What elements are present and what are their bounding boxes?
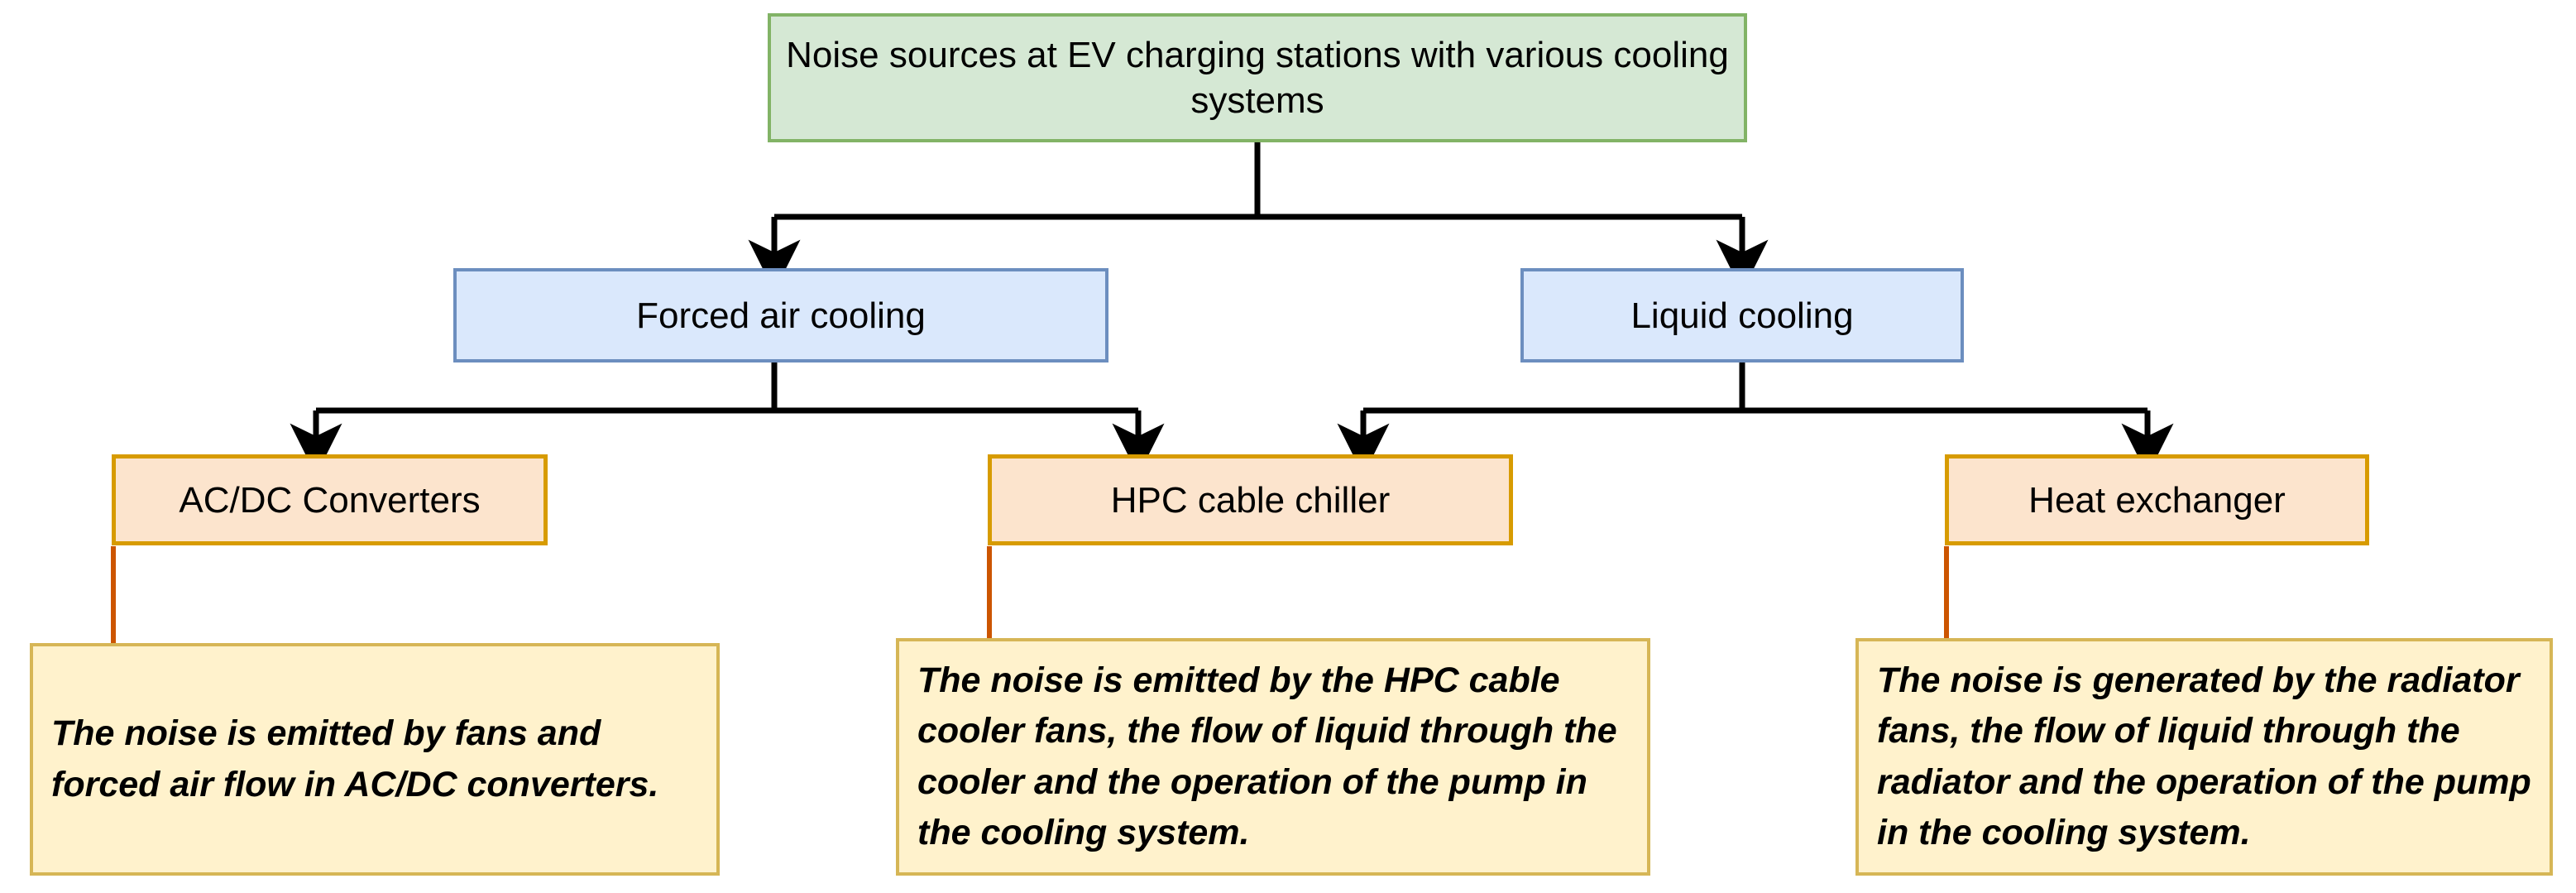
edge-liquid-to-leaves <box>1337 362 2174 476</box>
edge-forced-air-to-leaves <box>290 362 1165 476</box>
node-root-label: Noise sources at EV charging stations wi… <box>786 35 1729 121</box>
node-acdc-converters-label: AC/DC Converters <box>179 479 481 521</box>
node-heat-exchanger-label: Heat exchanger <box>2028 479 2286 521</box>
note-acdc-converters-text: The noise is emitted by fans and forced … <box>51 713 659 804</box>
node-liquid-cooling[interactable]: Liquid cooling <box>1520 268 1964 362</box>
note-hpc-cable-chiller[interactable]: The noise is emitted by the HPC cable co… <box>896 638 1650 876</box>
node-root[interactable]: Noise sources at EV charging stations wi… <box>768 13 1747 142</box>
node-hpc-cable-chiller[interactable]: HPC cable chiller <box>988 454 1513 545</box>
edge-leaf-to-notes <box>111 546 1949 644</box>
note-heat-exchanger-text: The noise is generated by the radiator f… <box>1877 660 2531 852</box>
edge-root-to-branches <box>748 142 1769 292</box>
note-heat-exchanger[interactable]: The noise is generated by the radiator f… <box>1855 638 2553 876</box>
note-acdc-converters[interactable]: The noise is emitted by fans and forced … <box>30 643 720 876</box>
node-liquid-cooling-label: Liquid cooling <box>1630 295 1854 336</box>
node-acdc-converters[interactable]: AC/DC Converters <box>112 454 548 545</box>
node-heat-exchanger[interactable]: Heat exchanger <box>1945 454 2369 545</box>
node-forced-air-cooling[interactable]: Forced air cooling <box>453 268 1108 362</box>
node-forced-air-cooling-label: Forced air cooling <box>636 295 926 336</box>
node-hpc-cable-chiller-label: HPC cable chiller <box>1110 479 1391 521</box>
note-hpc-cable-chiller-text: The noise is emitted by the HPC cable co… <box>917 660 1617 852</box>
